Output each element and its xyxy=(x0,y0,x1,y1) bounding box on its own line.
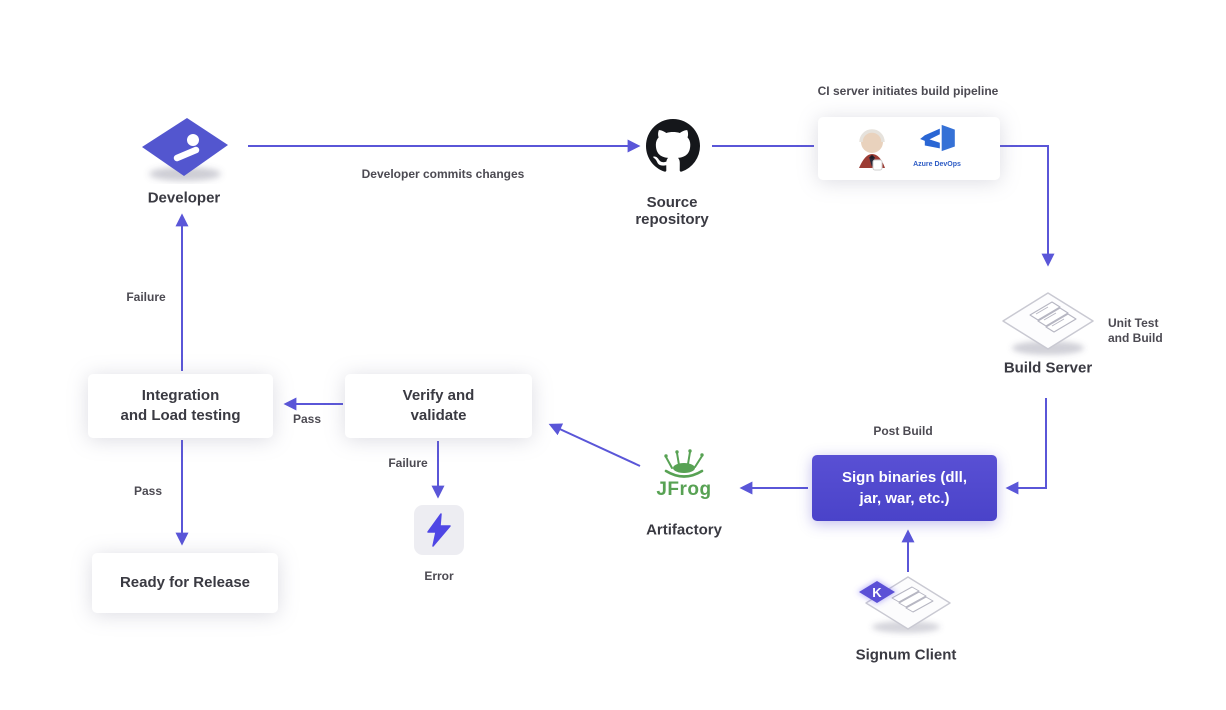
lightning-bolt-icon xyxy=(427,513,451,547)
integration-pass-label: Pass xyxy=(133,484,163,498)
arrow-artifactory-to-verify xyxy=(548,423,641,467)
developer-node xyxy=(138,114,232,184)
ready-for-release-node: Ready for Release xyxy=(92,553,278,613)
arrow-ci-to-buildserver xyxy=(1000,145,1055,267)
developer-label: Developer xyxy=(147,189,221,207)
signum-client-node: K xyxy=(850,572,960,638)
developer-diamond-icon xyxy=(142,118,228,181)
signum-badge-glyph: K xyxy=(872,585,882,600)
ci-server-caption: CI server initiates build pipeline xyxy=(817,84,999,98)
build-server-node xyxy=(1000,288,1096,360)
error-label: Error xyxy=(424,569,454,583)
jfrog-splash-icon xyxy=(664,449,704,478)
unit-test-note: Unit Test and Build xyxy=(1108,316,1163,345)
integration-failure-label: Failure xyxy=(126,290,166,304)
server-rack-isometric-icon: K xyxy=(857,576,951,633)
jenkins-icon xyxy=(859,128,886,170)
person-body-glyph xyxy=(173,146,200,162)
server-rack-isometric-icon xyxy=(1002,292,1094,355)
build-server-label: Build Server xyxy=(1003,359,1093,377)
source-repository-node xyxy=(646,119,700,173)
commit-edge-label: Developer commits changes xyxy=(361,167,525,181)
post-build-label: Post Build xyxy=(873,424,933,438)
signum-badge-icon xyxy=(859,581,895,603)
source-repository-label: Source repository xyxy=(635,194,709,228)
sign-binaries-node: Sign binaries (dll, jar, war, etc.) xyxy=(812,455,997,521)
azure-devops-icon xyxy=(920,124,955,151)
github-icon xyxy=(646,119,700,172)
jfrog-logo-text: JFrog xyxy=(656,479,712,500)
verify-validate-node: Verify and validate xyxy=(345,374,532,438)
integration-node: Integration and Load testing xyxy=(88,374,273,438)
arrow-buildserver-to-sign xyxy=(1005,398,1047,495)
person-head-glyph xyxy=(187,134,199,146)
ci-server-node: Azure DevOps xyxy=(818,117,1000,180)
verify-failure-label: Failure xyxy=(388,456,428,470)
azure-devops-label: Azure DevOps xyxy=(913,160,961,168)
error-node xyxy=(414,505,464,555)
azure-devops-block: Azure DevOps xyxy=(913,123,961,175)
signum-client-label: Signum Client xyxy=(855,646,957,664)
verify-pass-label: Pass xyxy=(292,412,322,426)
artifactory-label: Artifactory xyxy=(646,521,722,539)
artifactory-node: JFrog xyxy=(656,449,711,501)
